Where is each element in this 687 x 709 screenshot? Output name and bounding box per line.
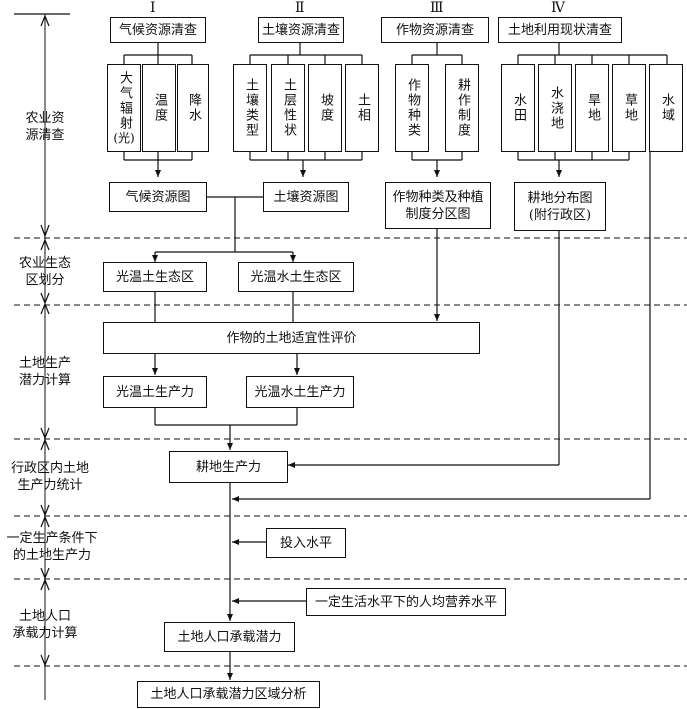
item-slope: 坡度 <box>308 64 342 152</box>
crop-land-suitability-evaluation: 作物的土地适宜性评价 <box>103 322 480 354</box>
item-water-body: 水域 <box>649 64 683 152</box>
item-soil-layer: 土层性状 <box>271 64 305 152</box>
map-farmland-distribution: 耕地分布图 (附行政区) <box>514 182 606 231</box>
item-paddy-field: 水田 <box>501 64 535 152</box>
farmland-productivity: 耕地生产力 <box>169 451 288 483</box>
numeral-4: Ⅳ <box>551 0 565 16</box>
item-slope-label: 坡度 <box>318 93 333 123</box>
item-precipitation-label: 降水 <box>186 93 201 123</box>
group-landuse-survey: 土地利用现状清查 <box>498 17 622 43</box>
item-solar-radiation-light: (光) <box>113 131 135 145</box>
group-climate-survey: 气候资源清查 <box>110 17 206 43</box>
zone-light-temp-soil: 光温土生态区 <box>103 262 207 292</box>
item-precipitation: 降水 <box>177 64 209 152</box>
item-irrigated-land: 水浇地 <box>538 64 572 152</box>
numeral-3: Ⅲ <box>430 0 444 16</box>
item-dry-land-label: 旱地 <box>585 93 600 123</box>
numeral-1: Ⅰ <box>150 0 156 16</box>
item-paddy-field-label: 水田 <box>511 93 526 123</box>
item-grassland-label: 草地 <box>622 93 637 123</box>
item-soil-layer-label: 土层性状 <box>281 78 296 138</box>
numeral-2: Ⅱ <box>295 0 305 16</box>
input-level: 投入水平 <box>266 528 346 558</box>
stage-label-resource-survey: 农业资 源清查 <box>25 111 65 143</box>
item-soil-type: 土壤类型 <box>233 64 267 152</box>
stage-label-potential-calc: 土地生产 潜力计算 <box>18 356 71 388</box>
capacity-regional-analysis: 土地人口承载潜力区域分析 <box>137 681 320 708</box>
land-population-capacity: 土地人口承载潜力 <box>164 622 295 652</box>
item-grassland: 草地 <box>612 64 646 152</box>
stage-label-admin-stats: 行政区内土地 生产力统计 <box>10 461 89 493</box>
item-solar-radiation-label: 大气辐射 <box>117 71 132 131</box>
item-soil-phase-label: 土相 <box>355 93 370 123</box>
group-crop-survey: 作物资源清查 <box>381 17 489 43</box>
item-water-body-label: 水域 <box>659 93 674 123</box>
item-temperature-label: 温度 <box>152 93 167 123</box>
productivity-light-temp-soil: 光温土生产力 <box>103 376 207 408</box>
item-crop-type-label: 作物种类 <box>405 78 420 138</box>
stage-label-conditional-prod: 一定生产条件下 的土地生产力 <box>6 531 98 563</box>
per-capita-nutrition-level: 一定生活水平下的人均营养水平 <box>306 588 506 616</box>
item-soil-phase: 土相 <box>345 64 379 152</box>
map-soil-resource: 土壤资源图 <box>263 182 349 212</box>
group-soil-survey: 土壤资源清查 <box>258 17 344 43</box>
item-crop-type: 作物种类 <box>395 64 429 152</box>
item-temperature: 温度 <box>142 64 176 152</box>
stage-label-eco-zoning: 农业生态 区划分 <box>18 256 71 288</box>
item-irrigated-land-label: 水浇地 <box>548 85 563 131</box>
productivity-light-temp-water-soil: 光温水土生产力 <box>246 376 354 408</box>
item-farming-system-label: 耕作制度 <box>455 78 470 138</box>
map-crop-zoning: 作物种类及种植 制度分区图 <box>385 182 491 229</box>
item-soil-type-label: 土壤类型 <box>243 78 258 138</box>
zone-light-temp-water-soil: 光温水土生态区 <box>238 262 354 292</box>
stage-label-capacity-calc: 土地人口 承载力计算 <box>12 609 78 641</box>
map-climate-resource: 气候资源图 <box>109 182 207 212</box>
item-farming-system: 耕作制度 <box>445 64 479 152</box>
item-dry-land: 旱地 <box>575 64 609 152</box>
item-solar-radiation: 大气辐射 (光) <box>107 64 141 152</box>
